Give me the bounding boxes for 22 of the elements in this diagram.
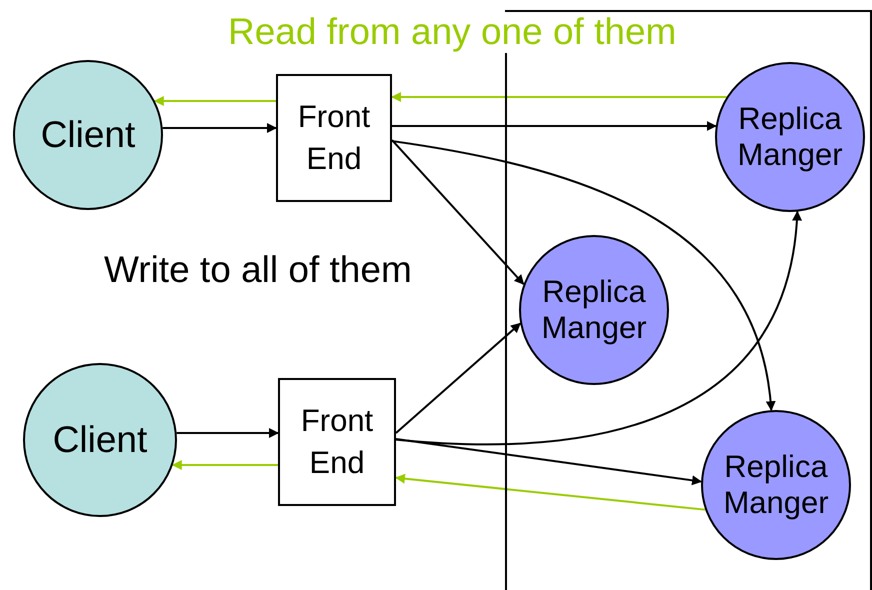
node-label: Client <box>52 418 148 462</box>
node-label: Client <box>40 114 136 156</box>
process-box <box>276 74 392 202</box>
arrow <box>176 428 279 438</box>
arrow <box>396 438 702 486</box>
node-label: Front End <box>296 98 372 178</box>
process-box <box>278 378 396 506</box>
arrow <box>396 210 802 446</box>
arrow <box>162 123 277 133</box>
arrow <box>391 139 524 285</box>
arrow <box>395 474 706 511</box>
arrow <box>391 92 727 102</box>
arrow <box>154 96 276 106</box>
node-label: Replica Manger <box>722 449 830 521</box>
arrow <box>392 140 776 412</box>
arrow <box>395 322 521 434</box>
node-label: Replica Manger <box>540 274 648 346</box>
node-label: Replica Manger <box>736 101 844 173</box>
node-label: Front End <box>300 402 374 482</box>
arrow <box>392 121 717 131</box>
annotation-label: Read from any one of them <box>228 12 676 53</box>
arrow <box>172 460 278 470</box>
